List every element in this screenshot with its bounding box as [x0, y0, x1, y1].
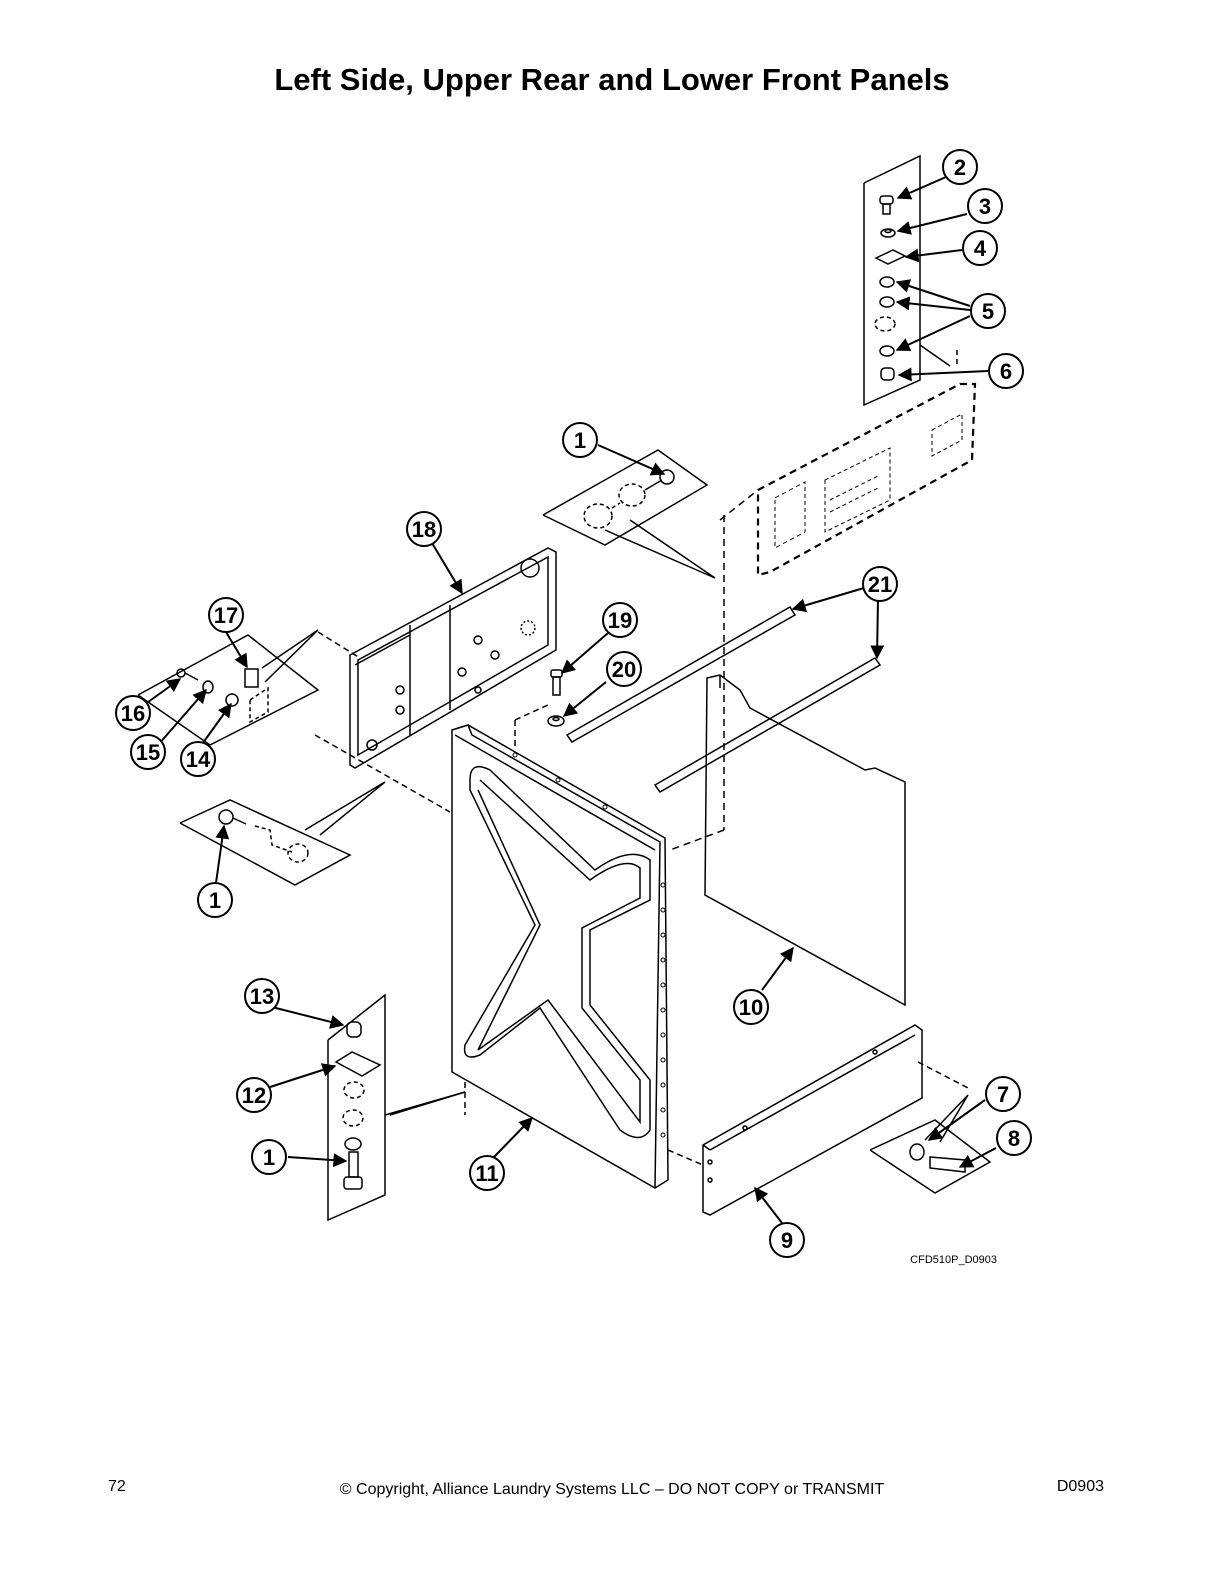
callout-16: 16 — [115, 695, 151, 731]
svg-text:7: 7 — [997, 1082, 1009, 1107]
svg-text:2: 2 — [954, 155, 966, 180]
lock-washer-part — [202, 680, 214, 694]
svg-text:5: 5 — [982, 299, 994, 324]
svg-text:11: 11 — [475, 1161, 498, 1186]
svg-text:3: 3 — [979, 194, 991, 219]
callout-19: 19 — [602, 602, 638, 638]
callout-9: 9 — [769, 1222, 805, 1258]
clip-part — [244, 668, 259, 688]
svg-text:19: 19 — [608, 608, 632, 633]
svg-text:18: 18 — [412, 517, 436, 542]
callout-12: 12 — [236, 1077, 272, 1113]
svg-text:20: 20 — [612, 657, 636, 682]
clip-plate-part — [874, 249, 907, 265]
lock-washer-part — [879, 345, 895, 357]
svg-text:16: 16 — [121, 701, 145, 726]
callout-10: 10 — [733, 989, 769, 1025]
lock-washer-part — [879, 296, 895, 308]
svg-text:4: 4 — [974, 236, 987, 261]
svg-text:10: 10 — [739, 995, 763, 1020]
callout-5: 5 — [970, 293, 1006, 329]
left-side-panel — [451, 724, 669, 1189]
callout-1c: 1 — [251, 1139, 287, 1175]
screw-inset-top — [542, 449, 716, 579]
nut-part — [880, 367, 895, 381]
hardware-panel-upper-right — [863, 154, 958, 407]
page-title: Left Side, Upper Rear and Lower Front Pa… — [274, 62, 950, 97]
svg-text:12: 12 — [242, 1083, 266, 1108]
svg-text:15: 15 — [136, 740, 160, 765]
svg-text:13: 13 — [250, 984, 274, 1009]
callout-15: 15 — [130, 734, 166, 770]
callout-1a: 1 — [562, 422, 598, 458]
callout-8: 8 — [996, 1120, 1032, 1156]
upper-rear-bracket — [349, 547, 557, 769]
callout-18: 18 — [406, 511, 442, 547]
callout-11: 11 — [469, 1155, 505, 1191]
svg-text:17: 17 — [214, 603, 238, 628]
clip-inset-left — [137, 629, 320, 746]
svg-text:1: 1 — [263, 1145, 275, 1170]
copyright-notice: © Copyright, Alliance Laundry Systems LL… — [339, 1481, 885, 1498]
rear-side-panel — [704, 674, 906, 1007]
svg-text:14: 14 — [186, 747, 211, 772]
svg-text:6: 6 — [1000, 359, 1012, 384]
upper-rear-panel-phantom — [756, 382, 977, 577]
svg-text:21: 21 — [868, 572, 892, 597]
hardware-panel-lower-left — [327, 993, 466, 1222]
lock-washer-part — [879, 276, 895, 288]
callout-21: 21 — [862, 566, 898, 602]
bolt-washer-group — [514, 669, 565, 750]
callout-20: 20 — [606, 651, 642, 687]
callout-3: 3 — [967, 188, 1003, 224]
callout-1b: 1 — [197, 882, 233, 918]
svg-text:9: 9 — [781, 1228, 793, 1253]
svg-text:1: 1 — [209, 888, 221, 913]
washer-part — [225, 693, 239, 707]
lower-front-panel — [702, 1024, 923, 1216]
document-code: D0903 — [1056, 1478, 1104, 1495]
callout-14: 14 — [180, 741, 216, 777]
figure-id: CFD510P_D0903 — [910, 1254, 997, 1266]
page-number: 72 — [108, 1478, 126, 1495]
screw-inset-lower-right — [869, 1094, 992, 1194]
callout-6: 6 — [988, 353, 1024, 389]
callout-7: 7 — [985, 1076, 1021, 1112]
bolt-part — [879, 195, 894, 215]
svg-text:1: 1 — [574, 428, 586, 453]
callout-4: 4 — [962, 230, 998, 266]
callouts: 1 1 1 2 3 4 5 6 7 8 9 10 11 12 13 14 15 … — [115, 149, 1032, 1258]
callout-2: 2 — [942, 149, 978, 185]
screw-inset-left — [179, 781, 386, 886]
leader-arrows — [143, 176, 997, 1224]
callout-13: 13 — [244, 978, 280, 1014]
callout-17: 17 — [208, 597, 244, 633]
clip-plate-part — [334, 1051, 382, 1077]
panel-holes — [512, 752, 666, 1138]
straps — [565, 605, 882, 793]
svg-text:8: 8 — [1008, 1126, 1020, 1151]
nut-part — [346, 1021, 362, 1038]
